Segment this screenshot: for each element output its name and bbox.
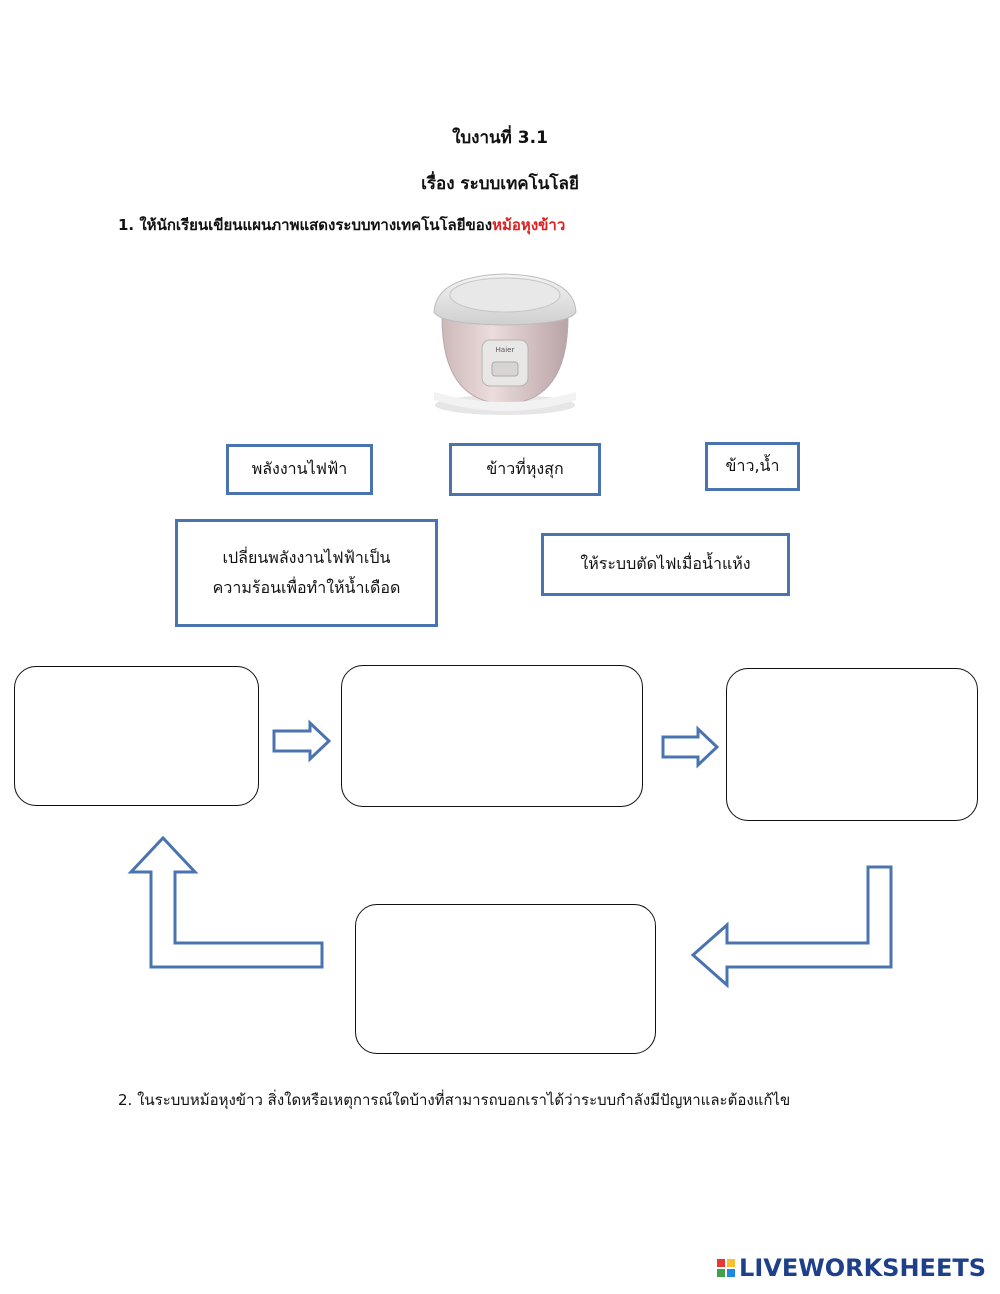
worksheet-title: ใบงานที่ 3.1 xyxy=(452,128,548,148)
arrow-right-icon xyxy=(661,725,720,769)
arrow-up-left-icon xyxy=(127,835,324,969)
brand-label: Haier xyxy=(496,346,515,354)
worksheet-subject: เรื่อง ระบบเทคโนโลยี xyxy=(421,174,579,194)
arrow-right-icon xyxy=(272,719,332,763)
process-drop-box[interactable] xyxy=(341,665,643,807)
answer-option-cooked-rice[interactable]: ข้าวที่หุงสุก xyxy=(449,443,601,496)
question-2: 2. ในระบบหม้อหุงข้าว สิ่งใดหรือเหตุการณ์… xyxy=(118,1091,791,1109)
answer-option-convert-energy[interactable]: เปลี่ยนพลังงานไฟฟ้าเป็น ความร้อนเพื่อทำใ… xyxy=(175,519,438,627)
answer-option-electric-energy[interactable]: พลังงานไฟฟ้า xyxy=(226,444,373,495)
logo-text: LIVEWORKSHEETS xyxy=(739,1254,986,1282)
question-1: 1. ให้นักเรียนเขียนแผนภาพแสดงระบบทางเทคโ… xyxy=(118,213,565,237)
answer-option-cut-power[interactable]: ให้ระบบตัดไฟเมื่อน้ำแห้ง xyxy=(541,533,790,596)
question-1-text: 1. ให้นักเรียนเขียนแผนภาพแสดงระบบทางเทคโ… xyxy=(118,216,493,234)
liveworksheets-logo: LIVEWORKSHEETS xyxy=(717,1254,986,1282)
output-drop-box[interactable] xyxy=(726,668,978,821)
rice-cooker-image: Haier xyxy=(433,273,577,415)
input-drop-box[interactable] xyxy=(14,666,259,806)
question-1-highlight: หม้อหุงข้าว xyxy=(492,216,566,234)
arrow-return-left-icon xyxy=(690,865,893,989)
answer-option-rice-water[interactable]: ข้าว,น้ำ xyxy=(705,442,800,491)
control-drop-box[interactable] xyxy=(355,904,656,1054)
logo-mark-icon xyxy=(717,1259,736,1277)
